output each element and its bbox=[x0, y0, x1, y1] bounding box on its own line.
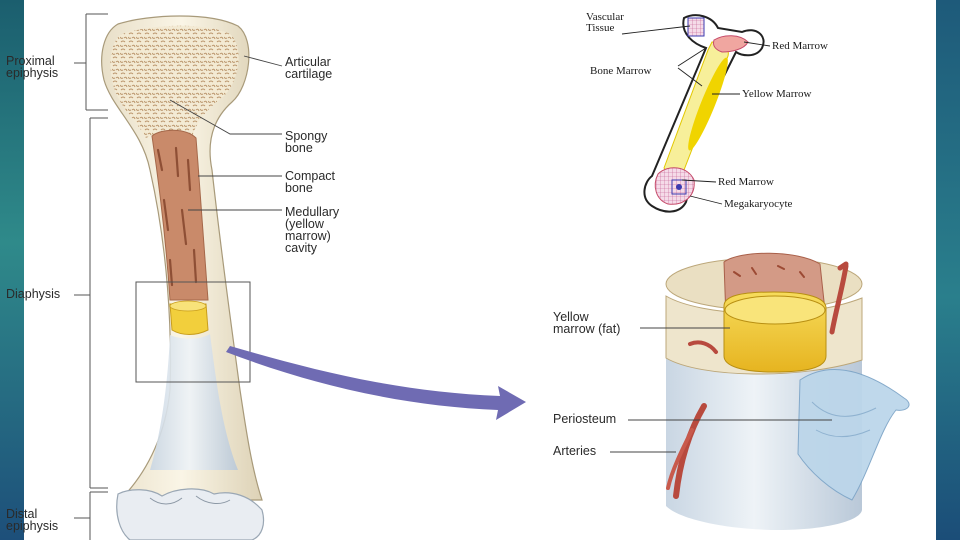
artery-left bbox=[673, 403, 707, 499]
distal-epiphysis-shape bbox=[116, 488, 265, 540]
label-compact-bone: Compact bone bbox=[285, 169, 336, 195]
label-distal-epiphysis: Distal epiphysis bbox=[6, 507, 59, 533]
slide-right-border bbox=[936, 0, 960, 540]
label-arteries: Arteries bbox=[553, 444, 597, 458]
label-periosteum: Periosteum bbox=[553, 412, 617, 426]
label-diaphysis: Diaphysis bbox=[6, 287, 61, 301]
label-red-marrow-top: Red Marrow bbox=[772, 40, 828, 52]
bone-cross-section bbox=[665, 252, 910, 530]
leader-lines-left bbox=[169, 55, 283, 211]
label-vascular-tissue: Vascular Tissue bbox=[586, 11, 624, 34]
label-red-marrow-bottom: Red Marrow bbox=[718, 176, 774, 188]
label-yellow-marrow-fat: Yellow marrow (fat) bbox=[553, 310, 621, 336]
lower-shaft bbox=[150, 334, 238, 470]
schematic-vascular-box bbox=[687, 17, 705, 37]
marrow-texture bbox=[156, 146, 198, 287]
slide-left-border bbox=[0, 0, 24, 540]
schematic-red-marrow-bottom bbox=[654, 167, 695, 205]
spongy-epiphysis bbox=[110, 25, 239, 138]
label-articular-cartilage: Articular cartilage bbox=[285, 55, 333, 81]
zoom-arrow bbox=[226, 346, 526, 420]
artery-top bbox=[829, 261, 849, 335]
artery-small bbox=[688, 340, 718, 354]
schematic-marrow-canal bbox=[663, 41, 729, 175]
long-bone-illustration bbox=[101, 15, 265, 540]
marrow-schematic bbox=[643, 14, 765, 213]
leader-lines-schematic bbox=[621, 25, 771, 205]
label-medullary-cavity: Medullary (yellow marrow) cavity bbox=[285, 205, 340, 255]
region-brackets bbox=[74, 13, 108, 540]
label-spongy-bone: Spongy bone bbox=[285, 129, 328, 155]
section-periosteum bbox=[797, 369, 910, 501]
label-bone-marrow: Bone Marrow bbox=[590, 65, 652, 77]
label-proximal-epiphysis: Proximal epiphysis bbox=[6, 54, 59, 80]
label-megakaryocyte: Megakaryocyte bbox=[724, 198, 793, 210]
schematic-red-marrow-top bbox=[713, 35, 749, 53]
detail-box bbox=[135, 281, 251, 383]
label-yellow-marrow: Yellow Marrow bbox=[742, 88, 812, 100]
schematic-yellow-marrow bbox=[688, 57, 728, 151]
artery-left-branch bbox=[666, 428, 694, 490]
yellow-marrow-plug bbox=[169, 303, 209, 335]
leader-lines-section bbox=[610, 327, 832, 453]
